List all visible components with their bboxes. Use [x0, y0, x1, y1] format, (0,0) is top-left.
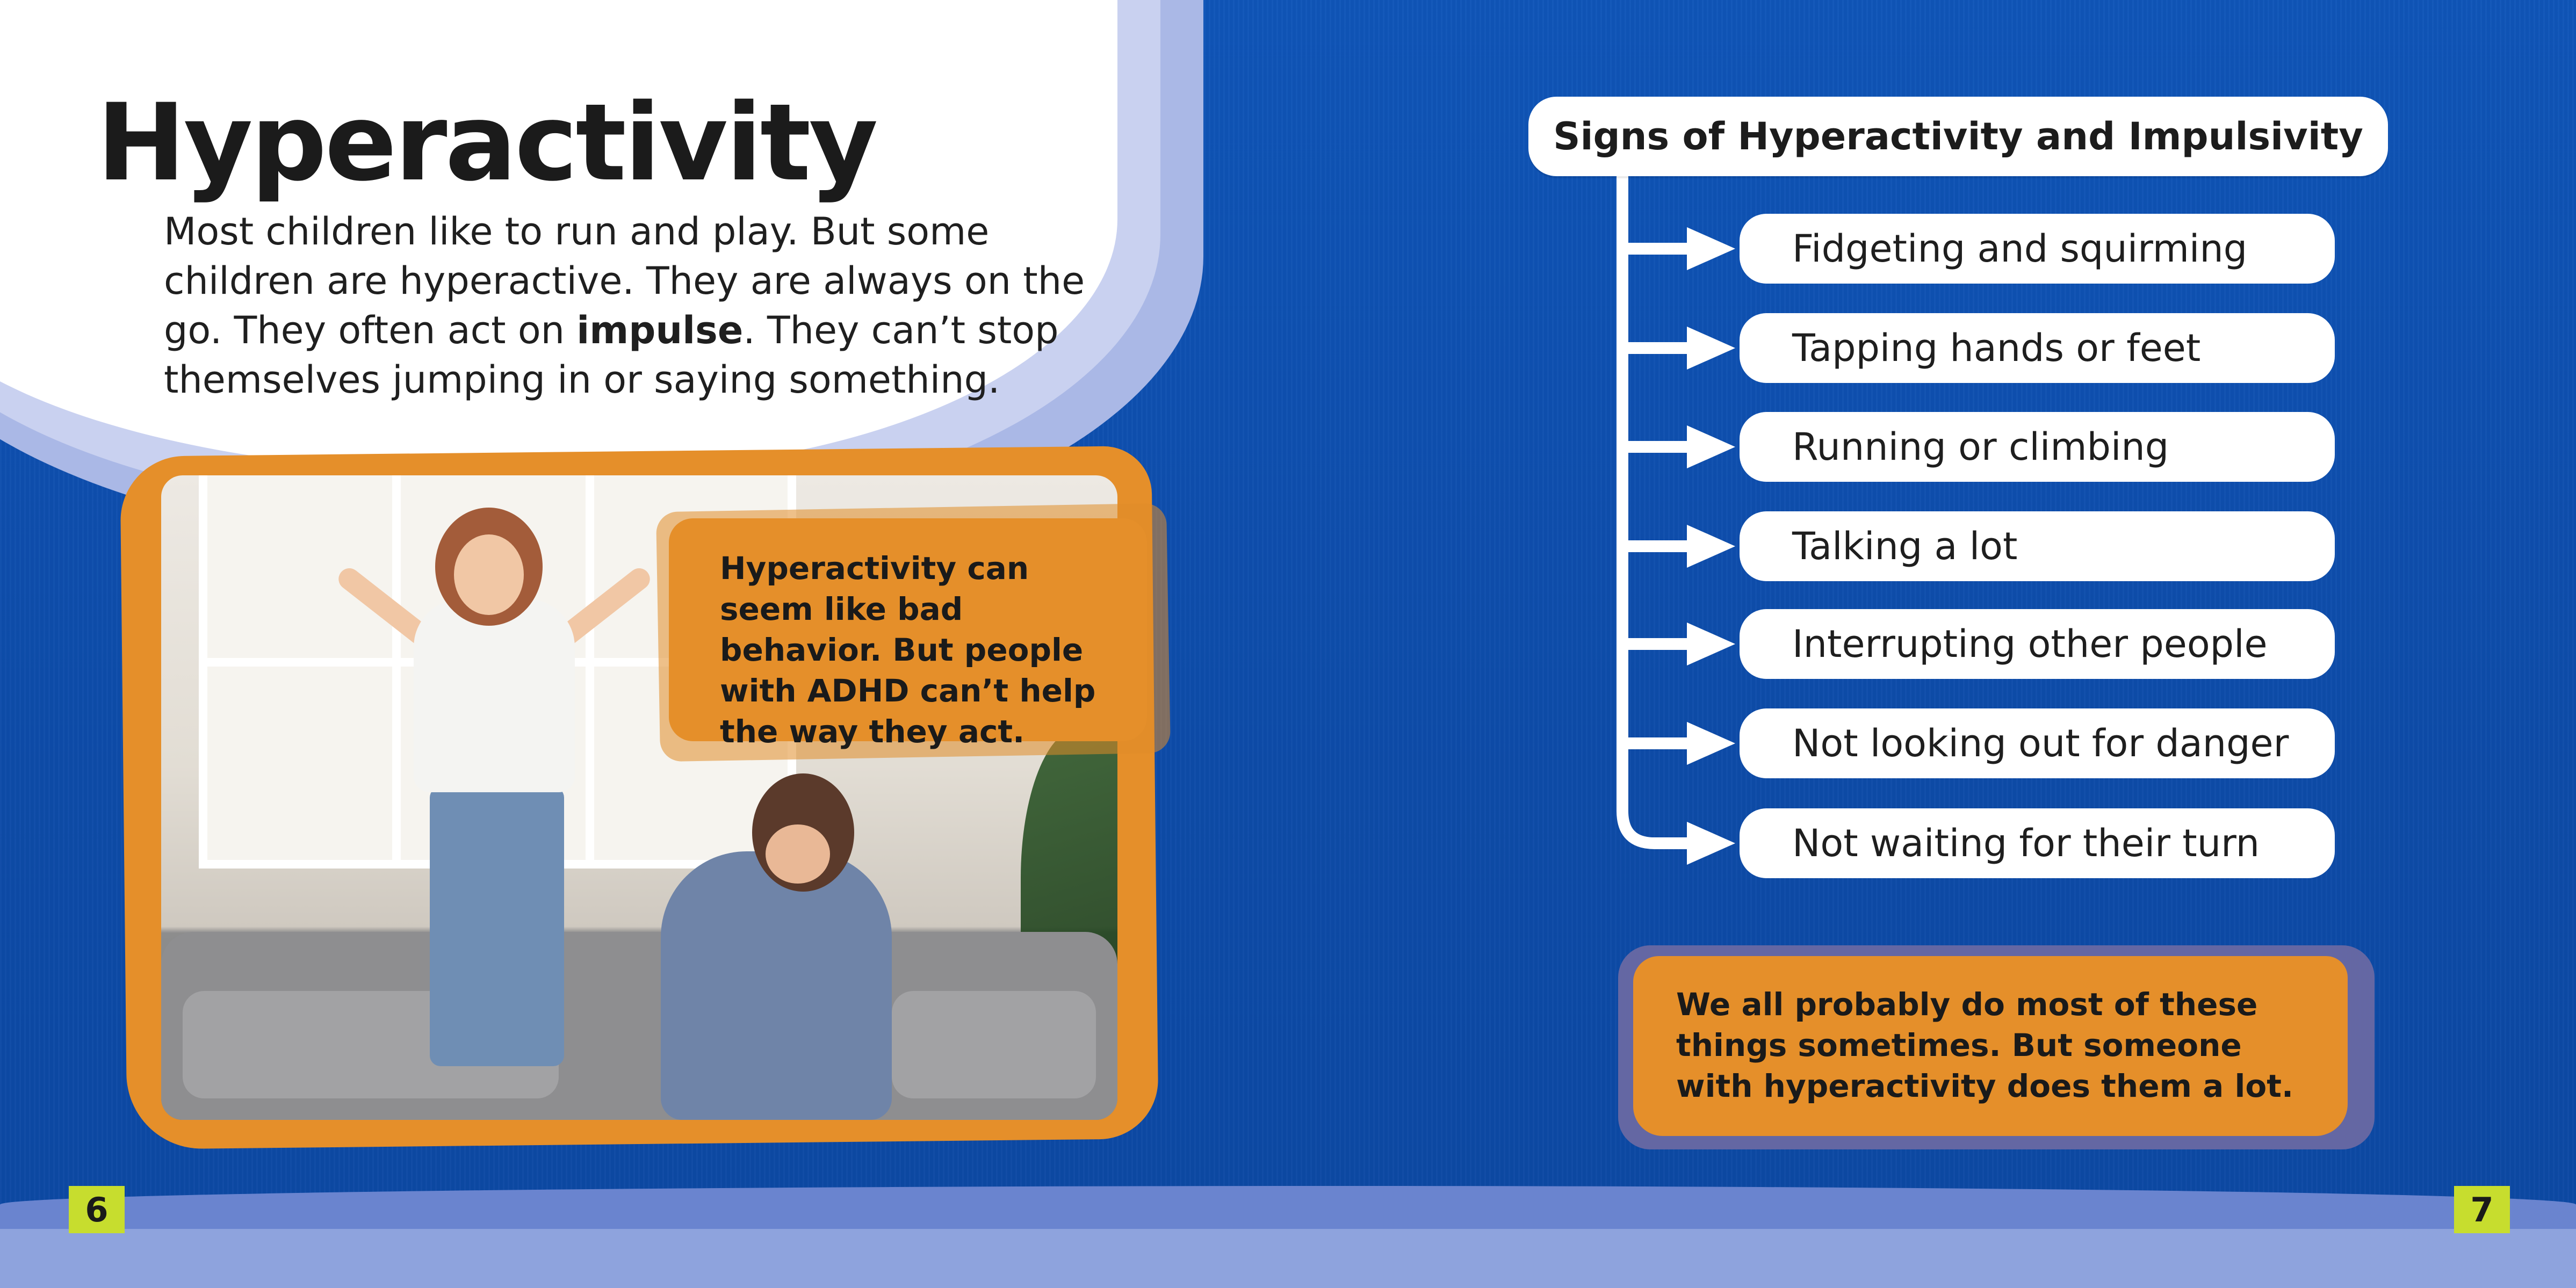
intro-text-part1: Most children like to run and play. But …	[164, 209, 1085, 352]
mother-figure	[661, 851, 892, 1120]
intro-bold-word: impulse	[576, 308, 744, 352]
sign-item: Running or climbing	[1740, 412, 2335, 482]
girl-jeans	[430, 787, 564, 1066]
bottom-wave-lower	[0, 1229, 2576, 1288]
sign-item: Talking a lot	[1740, 511, 2335, 581]
sign-item: Fidgeting and squirming	[1740, 214, 2335, 284]
signs-header: Signs of Hyperactivity and Impulsivity	[1528, 97, 2388, 176]
girl-face	[454, 534, 524, 615]
callout-text: can seem like bad behavior. But people w…	[720, 550, 1096, 750]
sofa-cushion	[892, 991, 1096, 1098]
intro-paragraph: Most children like to run and play. But …	[164, 207, 1088, 404]
window-pane	[199, 475, 409, 675]
sign-item: Not waiting for their turn	[1740, 808, 2335, 878]
page-number-left: 6	[69, 1186, 125, 1233]
page-number-right: 7	[2454, 1186, 2510, 1233]
sign-item: Interrupting other people	[1740, 609, 2335, 679]
intro-text-part2: . They can’t stop themselves jumping in …	[164, 308, 1059, 402]
sign-item: Not looking out for danger	[1740, 708, 2335, 778]
cloud-shape	[0, 0, 1117, 473]
mother-hand	[766, 824, 830, 884]
note-box: We all probably do most of these things …	[1633, 956, 2348, 1136]
girl-shirt	[414, 599, 575, 792]
page-title: Hyperactivity	[97, 81, 878, 205]
callout-lead: Hyperactivity	[720, 550, 957, 587]
window-pane	[199, 658, 409, 869]
callout-box: Hyperactivity can seem like bad behavior…	[669, 518, 1147, 750]
sign-item: Tapping hands or feet	[1740, 313, 2335, 383]
